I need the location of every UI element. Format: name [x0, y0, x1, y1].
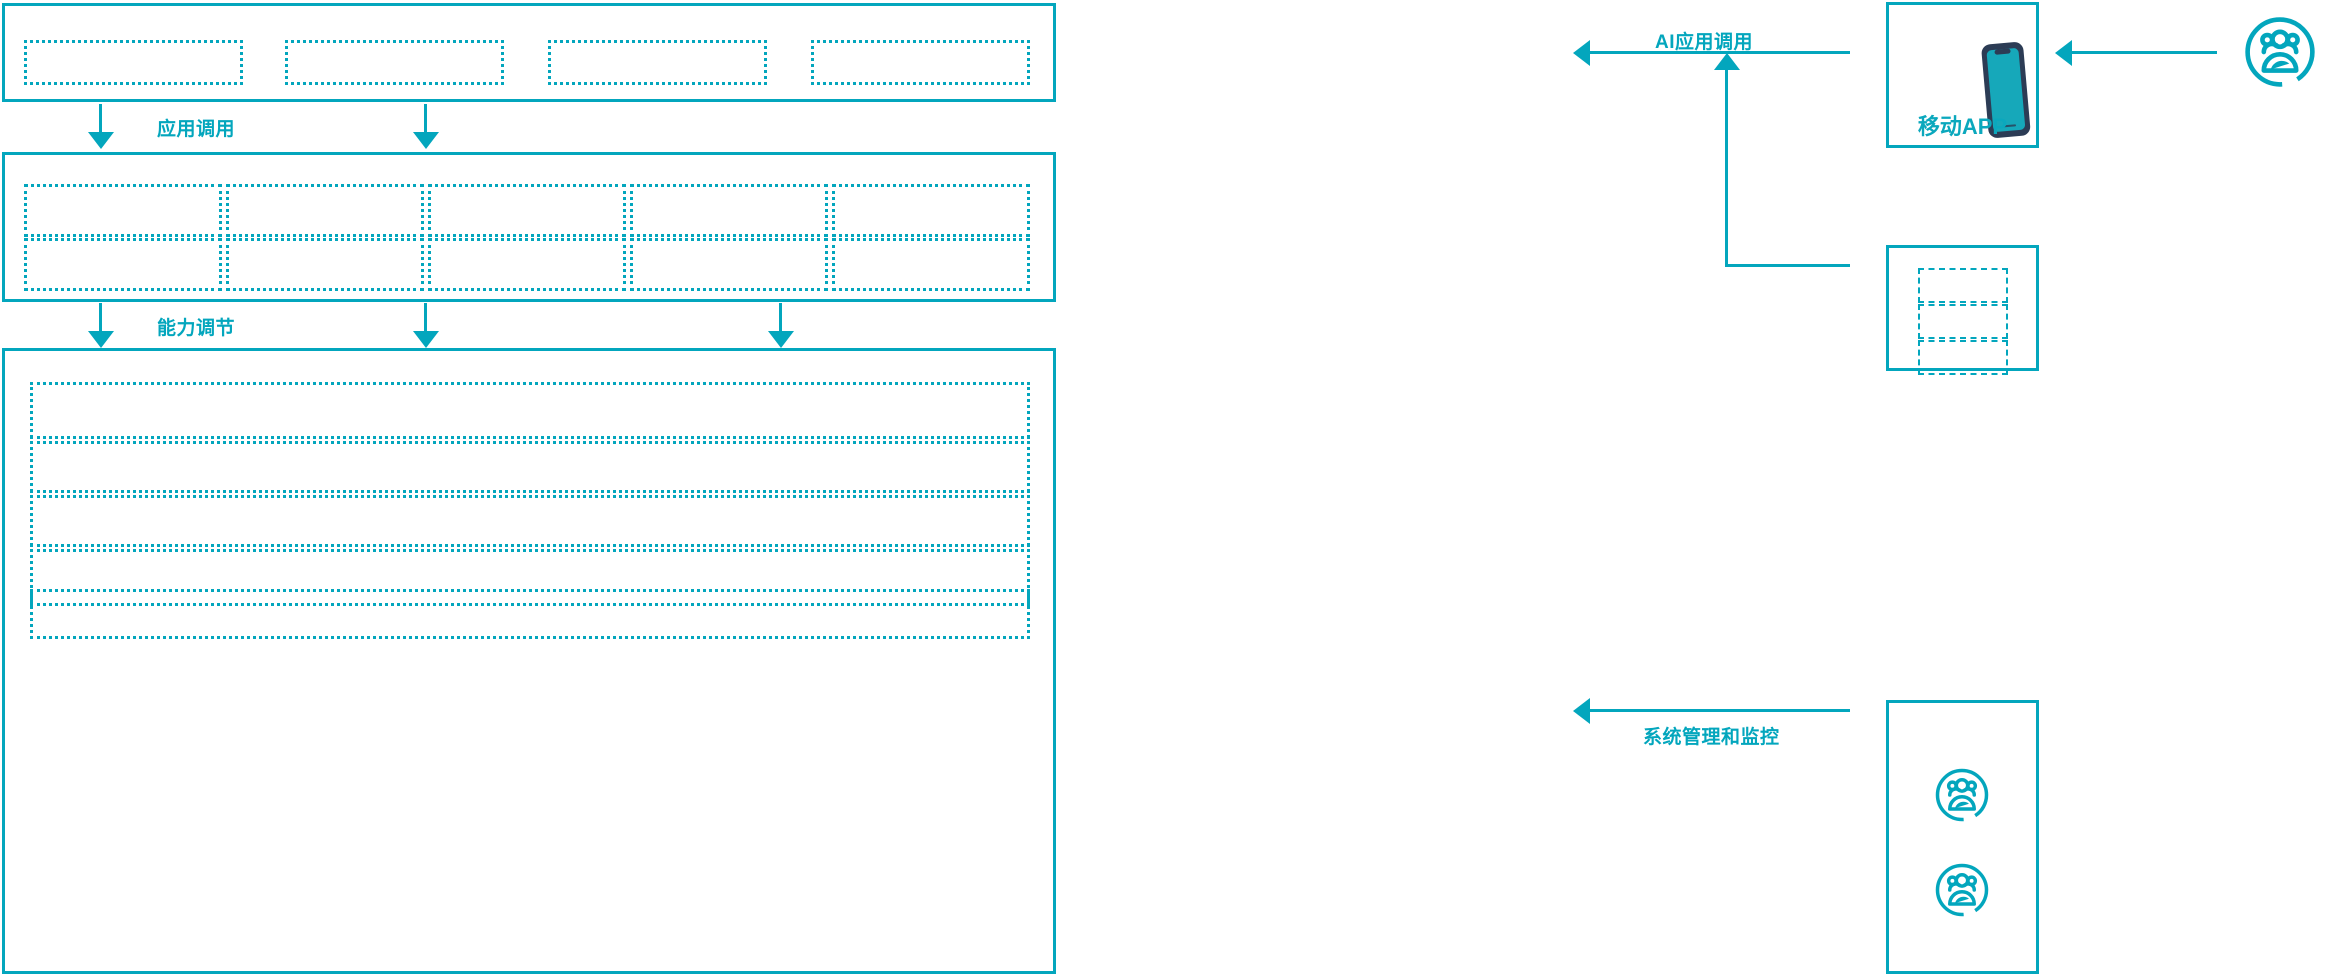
app-call-arrow-1-line [99, 104, 102, 139]
mobile-app-panel[interactable] [1886, 2, 2039, 148]
capability-arrow-2-line [424, 303, 427, 338]
ai-app-call-line [1590, 51, 1850, 54]
capability-arrow-3-head [768, 331, 794, 348]
capability-slot-r2c5[interactable] [832, 238, 1030, 291]
application-layer-container [2, 3, 1056, 102]
capability-layer-container [2, 152, 1056, 302]
infrastructure-row-1[interactable] [30, 382, 1030, 444]
user-group-icon [2243, 15, 2317, 89]
infrastructure-row-5[interactable] [30, 589, 1030, 639]
channel-panel-slot-3[interactable] [1918, 340, 2008, 375]
capability-slot-r1c2[interactable] [226, 184, 424, 237]
admin-user-group-icon-2 [1934, 862, 1990, 918]
channel-panel-slot-1[interactable] [1918, 268, 2008, 303]
system-admin-label: 系统管理和监控 [1643, 727, 1780, 748]
infrastructure-layer-container [2, 348, 1056, 974]
application-layer-slot-2[interactable] [285, 40, 504, 85]
admin-user-group-icon-1 [1934, 767, 1990, 823]
channel-connector-vertical [1725, 67, 1728, 267]
smartphone-icon [1976, 36, 2036, 146]
mobile-app-caption: 移动APP [1917, 114, 2008, 139]
capability-arrow-2-head [413, 331, 439, 348]
application-layer-slot-3[interactable] [548, 40, 767, 85]
capability-slot-r2c2[interactable] [226, 238, 424, 291]
capability-slot-r1c3[interactable] [428, 184, 626, 237]
capability-arrow-1-head [88, 331, 114, 348]
system-admin-line [1590, 709, 1850, 712]
capability-slot-r2c4[interactable] [630, 238, 828, 291]
application-layer-slot-4[interactable] [811, 40, 1030, 85]
capability-slot-r1c5[interactable] [832, 184, 1030, 237]
admin-panel [1886, 700, 2039, 974]
capability-slot-r1c1[interactable] [24, 184, 222, 237]
app-call-arrow-2-line [424, 104, 427, 139]
channel-connector-horizontal [1725, 264, 1850, 267]
channel-connector-arrow-head [1714, 53, 1740, 70]
ai-app-call-label: AI应用调用 [1655, 32, 1754, 53]
application-layer-slot-1[interactable] [24, 40, 243, 85]
capability-slot-r2c3[interactable] [428, 238, 626, 291]
app-call-arrow-1-head [88, 132, 114, 149]
app-call-arrow-2-head [413, 132, 439, 149]
system-admin-arrow-head [1573, 698, 1590, 724]
capability-slot-r2c1[interactable] [24, 238, 222, 291]
capability-arrow-1-line [99, 303, 102, 338]
app-call-label: 应用调用 [157, 119, 236, 140]
capability-slot-r1c4[interactable] [630, 184, 828, 237]
channel-panel [1886, 245, 2039, 371]
channel-panel-slot-2[interactable] [1918, 304, 2008, 339]
end-user-arrow-head [2055, 40, 2072, 66]
end-user-line [2072, 51, 2217, 54]
infrastructure-row-2[interactable] [30, 436, 1030, 498]
infrastructure-row-4[interactable] [30, 544, 1030, 606]
ai-app-call-arrow-head [1573, 40, 1590, 66]
capability-adjust-label: 能力调节 [157, 318, 236, 339]
infrastructure-row-3[interactable] [30, 490, 1030, 552]
capability-arrow-3-line [779, 303, 782, 338]
